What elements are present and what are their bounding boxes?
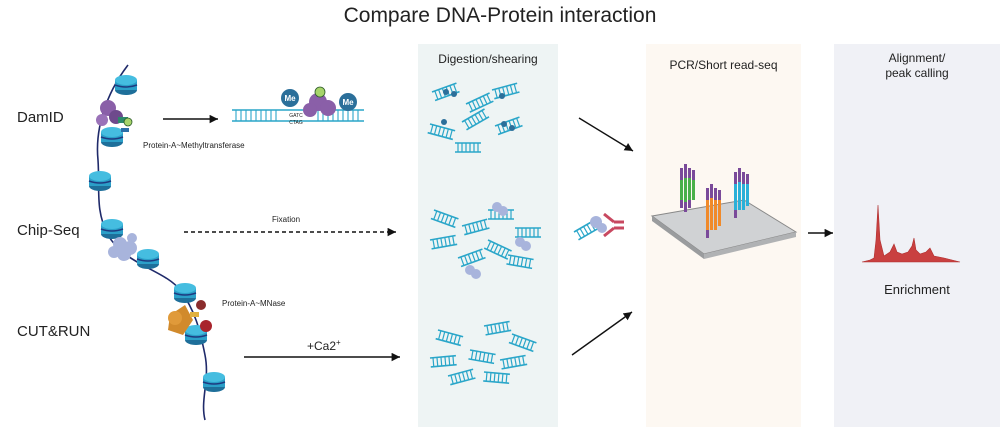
cutrun-fragments: [429, 320, 538, 386]
alignment-label: Alignment/ peak calling: [834, 51, 1000, 81]
calcium-label: +Ca2+: [307, 338, 341, 353]
nucleosome: [100, 218, 124, 240]
me-badge-left: [281, 89, 299, 107]
mnase-complex: [168, 300, 212, 335]
nucleosome: [88, 170, 112, 192]
row-label-damid: DamID: [17, 109, 64, 126]
enrichment-label: Enrichment: [884, 282, 950, 297]
methylated-dna: [232, 86, 364, 122]
me-badge-left-text: Me: [284, 94, 296, 103]
page-title: Compare DNA-Protein interaction: [343, 4, 657, 27]
calcium-superscript: +: [336, 338, 341, 347]
gatc-label: GATC: [289, 113, 303, 119]
flow-cell-slide: [650, 199, 798, 259]
arrow-top-to-pcr: [578, 117, 634, 152]
methyltransferase-label: Protein-A~Methyltransferase: [143, 141, 245, 150]
chromatin-strand: [96, 64, 208, 421]
nucleosome: [173, 282, 197, 304]
alignment-label-line1: Alignment/: [888, 51, 946, 65]
chipseq-protein: [108, 233, 137, 261]
chipseq-fragments: [429, 202, 542, 279]
nucleosome: [100, 126, 124, 148]
alignment-label-line2: peak calling: [885, 66, 949, 80]
pcr-label: PCR/Short read-seq: [669, 58, 778, 72]
me-badge-right: [339, 93, 357, 111]
alignment-panel: [834, 44, 1000, 427]
nucleosome: [114, 74, 138, 96]
nucleosome: [202, 371, 226, 393]
nucleosome: [136, 248, 160, 270]
dam-methyltransferase-complex: [96, 100, 133, 132]
ctag-label: CTAG: [289, 120, 303, 126]
calcium-text: +Ca2: [307, 339, 337, 353]
digestion-label: Digestion/shearing: [438, 52, 538, 66]
me-badge-right-text: Me: [342, 98, 354, 107]
enrichment-peaks: [861, 204, 961, 263]
fixation-label: Fixation: [272, 215, 301, 224]
row-label-chipseq: Chip-Seq: [17, 222, 80, 239]
mnase-label: Protein-A~MNase: [222, 299, 286, 308]
damid-fragments: [426, 82, 524, 153]
antibody-capture-icon: [573, 212, 624, 241]
row-label-cutrun: CUT&RUN: [17, 323, 91, 340]
sequencing-clusters: [680, 164, 749, 238]
arrow-bottom-to-pcr: [571, 311, 633, 356]
